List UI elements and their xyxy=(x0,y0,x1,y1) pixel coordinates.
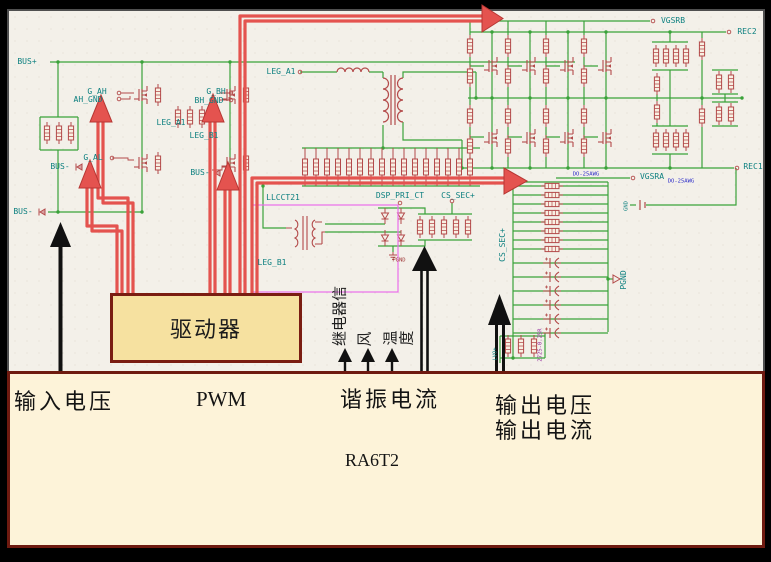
mcu-label: RA6T2 xyxy=(345,450,399,470)
legend-panel xyxy=(7,371,765,548)
temperature-label-char-1: 温 xyxy=(383,330,400,346)
fan-label: 风 xyxy=(357,331,374,347)
output-voltage-label: 输出电压 xyxy=(495,393,596,418)
driver-box-label: 驱动器 xyxy=(169,317,242,342)
driver-box: 驱动器 xyxy=(110,293,302,363)
pwm-label: PWM xyxy=(196,387,247,411)
relay-signal-label: 继电器信 xyxy=(332,285,349,347)
output-current-label: 输出电流 xyxy=(495,418,596,443)
resonant-current-label: 谐振电流 xyxy=(340,387,441,412)
temperature-label-char-2: 度 xyxy=(399,330,416,346)
input-voltage-label: 输入电压 xyxy=(14,389,115,414)
